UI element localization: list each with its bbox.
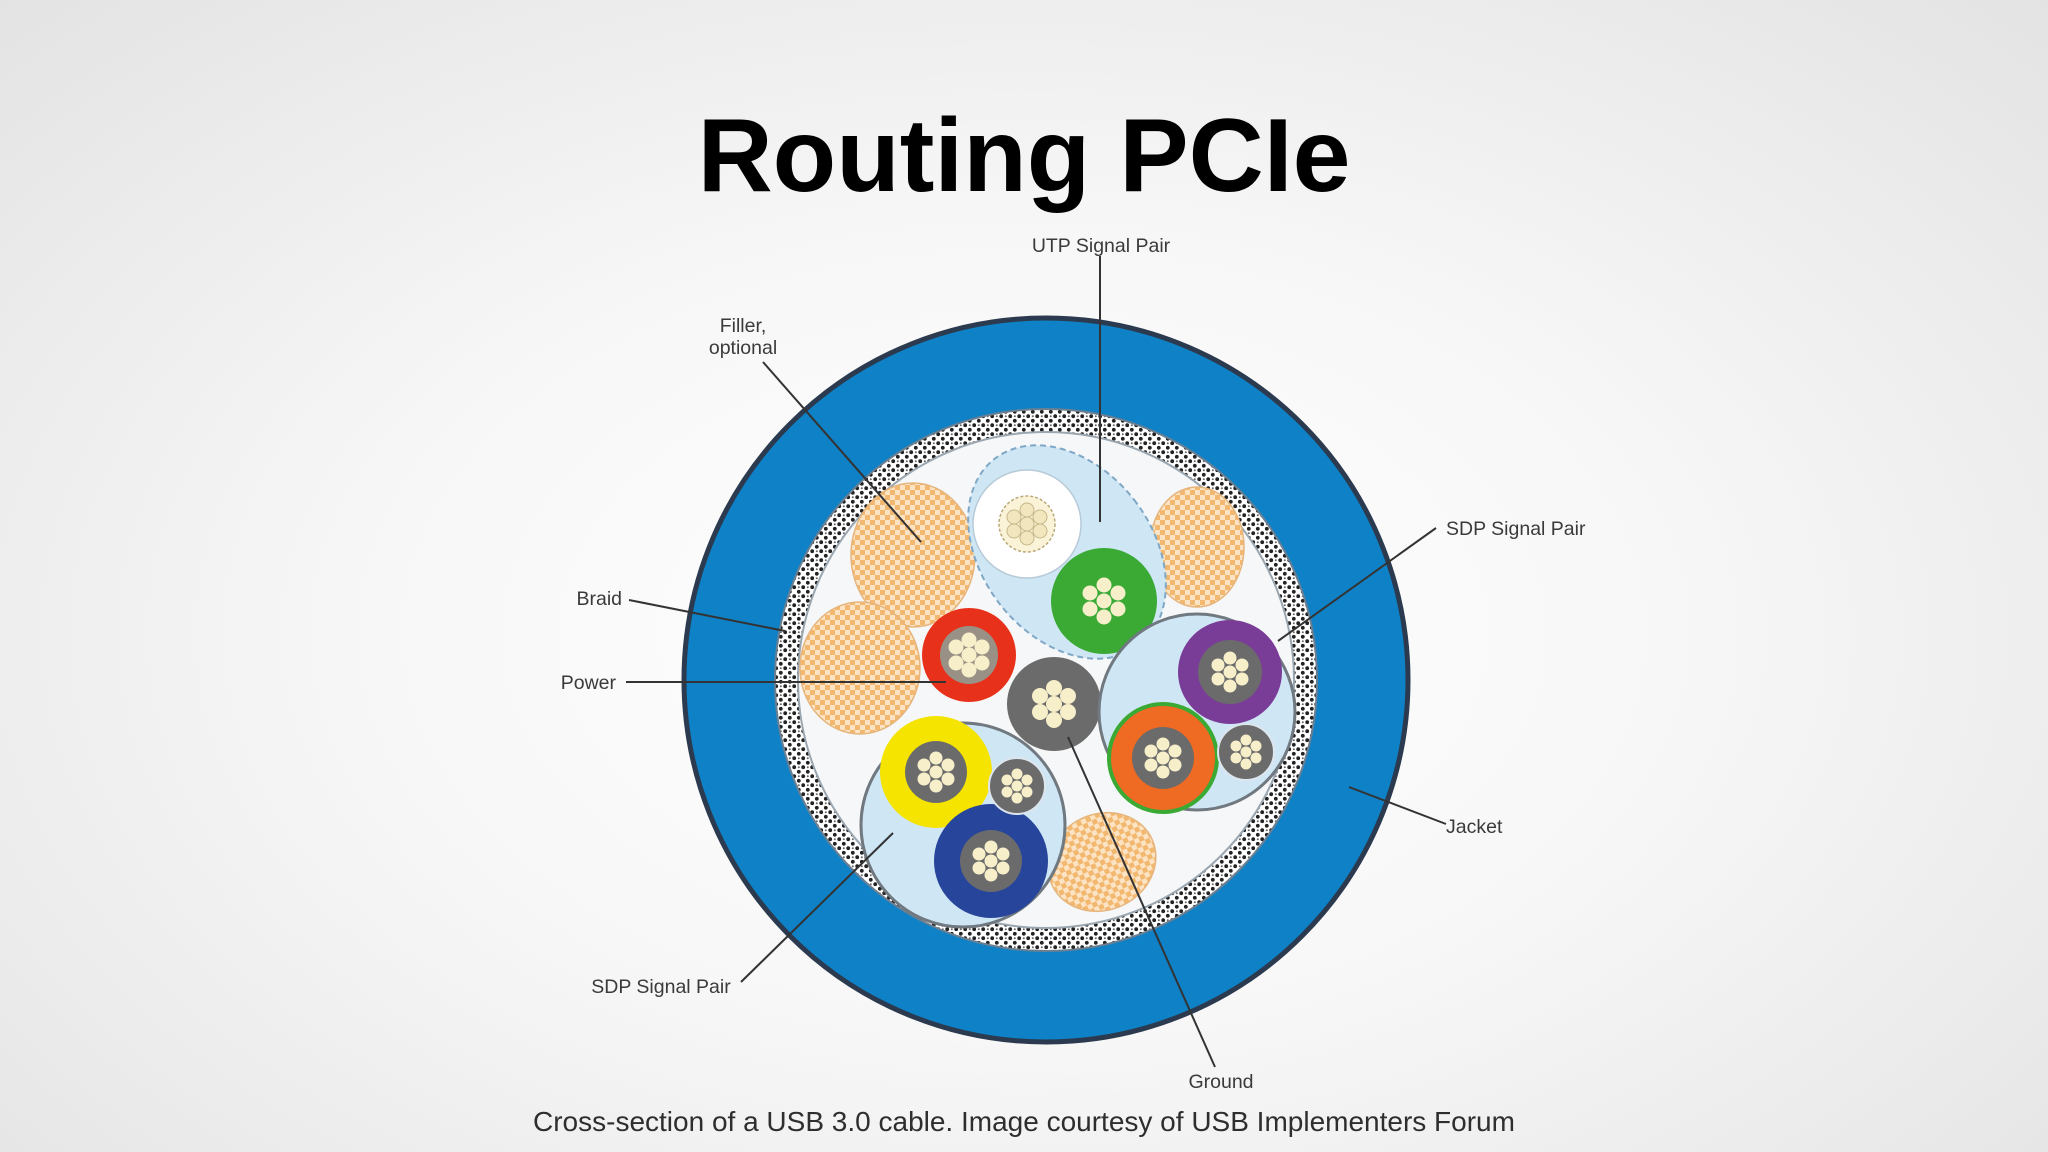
label-sdp-signal-pair-left: SDP Signal Pair	[591, 976, 731, 998]
sdp-yellow-wire-strands	[917, 751, 955, 793]
leader-filler	[762, 361, 922, 543]
leader-jacket	[1348, 786, 1447, 825]
ground-wire-strands	[1032, 680, 1076, 728]
label-filler-line2: optional	[709, 337, 777, 359]
label-sdp-signal-pair-right: SDP Signal Pair	[1446, 518, 1586, 540]
leader-lines	[626, 256, 1447, 1068]
label-braid: Braid	[576, 588, 622, 610]
slide-caption: Cross-section of a USB 3.0 cable. Image …	[533, 1106, 1515, 1137]
label-utp-signal-pair: UTP Signal Pair	[1032, 235, 1171, 257]
sdp-purple-wire-strands	[1211, 651, 1249, 693]
sdp-left-drain-strands	[1001, 768, 1033, 804]
leader-ground	[1067, 736, 1216, 1068]
label-ground: Ground	[1188, 1071, 1253, 1093]
leader-sdp-right	[1277, 527, 1437, 642]
label-power: Power	[561, 672, 617, 694]
label-jacket: Jacket	[1446, 816, 1503, 838]
sdp-right-drain-strands	[1230, 734, 1262, 770]
power-wire-strands	[948, 632, 990, 678]
leader-braid	[628, 599, 786, 632]
leader-sdp-left	[740, 832, 894, 983]
utp-white-wire-strands	[1006, 502, 1048, 546]
sdp-blue-wire-strands	[972, 840, 1010, 882]
slide-title: Routing PCIe	[697, 98, 1351, 214]
label-filler-line1: Filler,	[720, 315, 767, 337]
filler-bottom	[1047, 811, 1157, 913]
utp-green-wire-strands	[1082, 577, 1126, 625]
sdp-orange-wire-strands	[1144, 737, 1182, 779]
filler-left	[799, 601, 921, 735]
